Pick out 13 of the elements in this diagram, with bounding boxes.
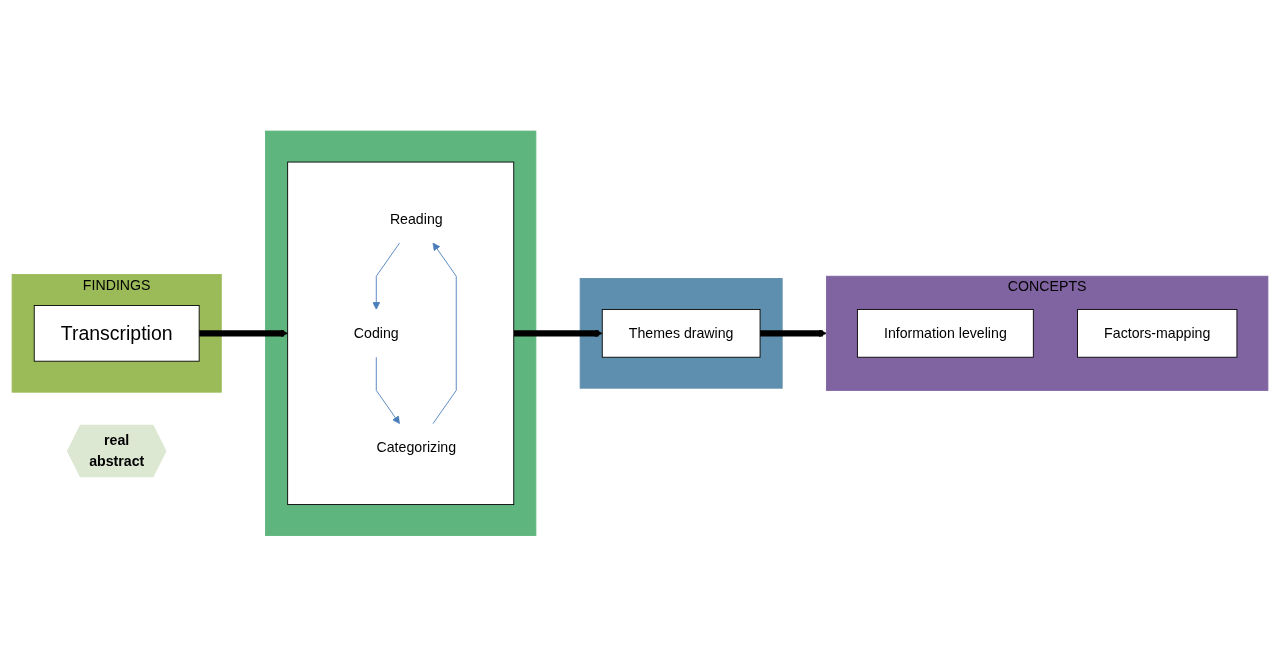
cluster bbox=[265, 130, 537, 537]
arrow bbox=[513, 329, 603, 338]
cluster bbox=[579, 278, 783, 389]
node-box: Transcription bbox=[33, 305, 200, 362]
node-text: Coding bbox=[353, 325, 399, 341]
node-box: Themes drawing bbox=[601, 309, 761, 358]
node-box: Factors-mapping bbox=[1077, 309, 1238, 358]
arrow bbox=[760, 329, 827, 338]
node-box: Information leveling bbox=[856, 309, 1034, 358]
arrow bbox=[199, 329, 288, 338]
node-text: Reading bbox=[389, 211, 443, 227]
node-text: Categorizing bbox=[376, 439, 457, 455]
cluster bbox=[287, 161, 515, 506]
